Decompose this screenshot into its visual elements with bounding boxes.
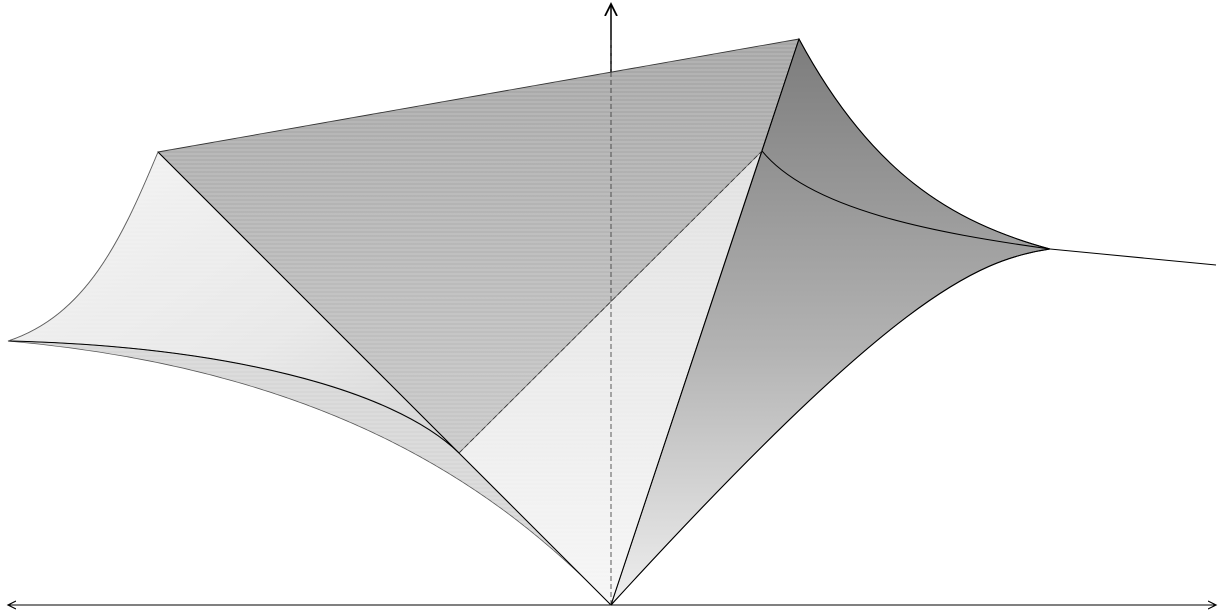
ridge-left: [157, 151, 612, 606]
curved-boundaries: [7, 38, 1051, 606]
ridge-lines: [157, 38, 800, 606]
curved-boundary-left: [7, 340, 460, 454]
curved-boundary-right: [761, 150, 1051, 250]
depth-axis: [1049, 248, 1217, 266]
ridge-right: [610, 38, 800, 606]
